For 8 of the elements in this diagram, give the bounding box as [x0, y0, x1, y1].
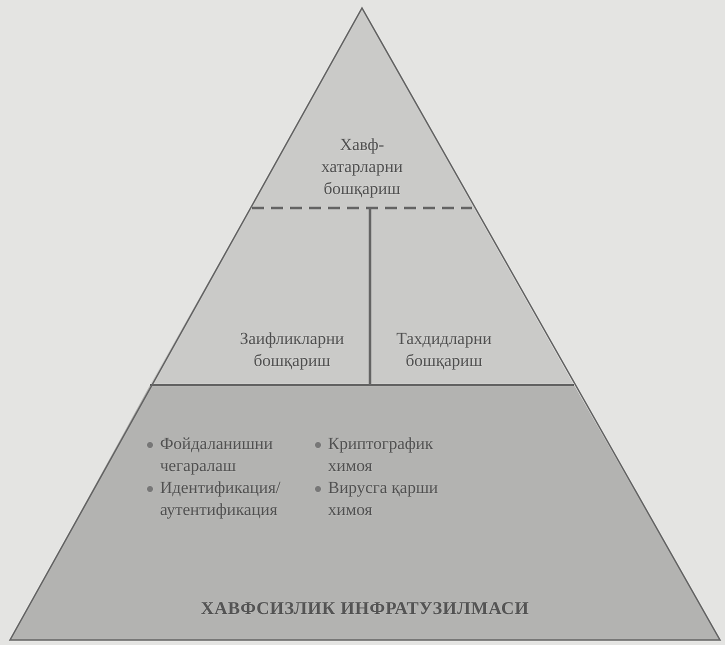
band-label: Хавф-хатарларни бошқариш	[320, 134, 404, 200]
base-title: ХАВФСИЗЛИК ИНФРАТУЗИЛМАСИ	[200, 597, 530, 620]
band-label: Заифликларни бошқариш	[238, 328, 346, 372]
band-label: Вирусга қарши химоя	[328, 477, 440, 522]
band-label: Фойдаланишни чегаралаш	[160, 433, 274, 478]
band-label: Криптографик химоя	[328, 433, 434, 478]
band-label: Тахдидларни бошқариш	[395, 328, 493, 372]
band-label: Идентификация/аутентификация	[160, 477, 282, 522]
